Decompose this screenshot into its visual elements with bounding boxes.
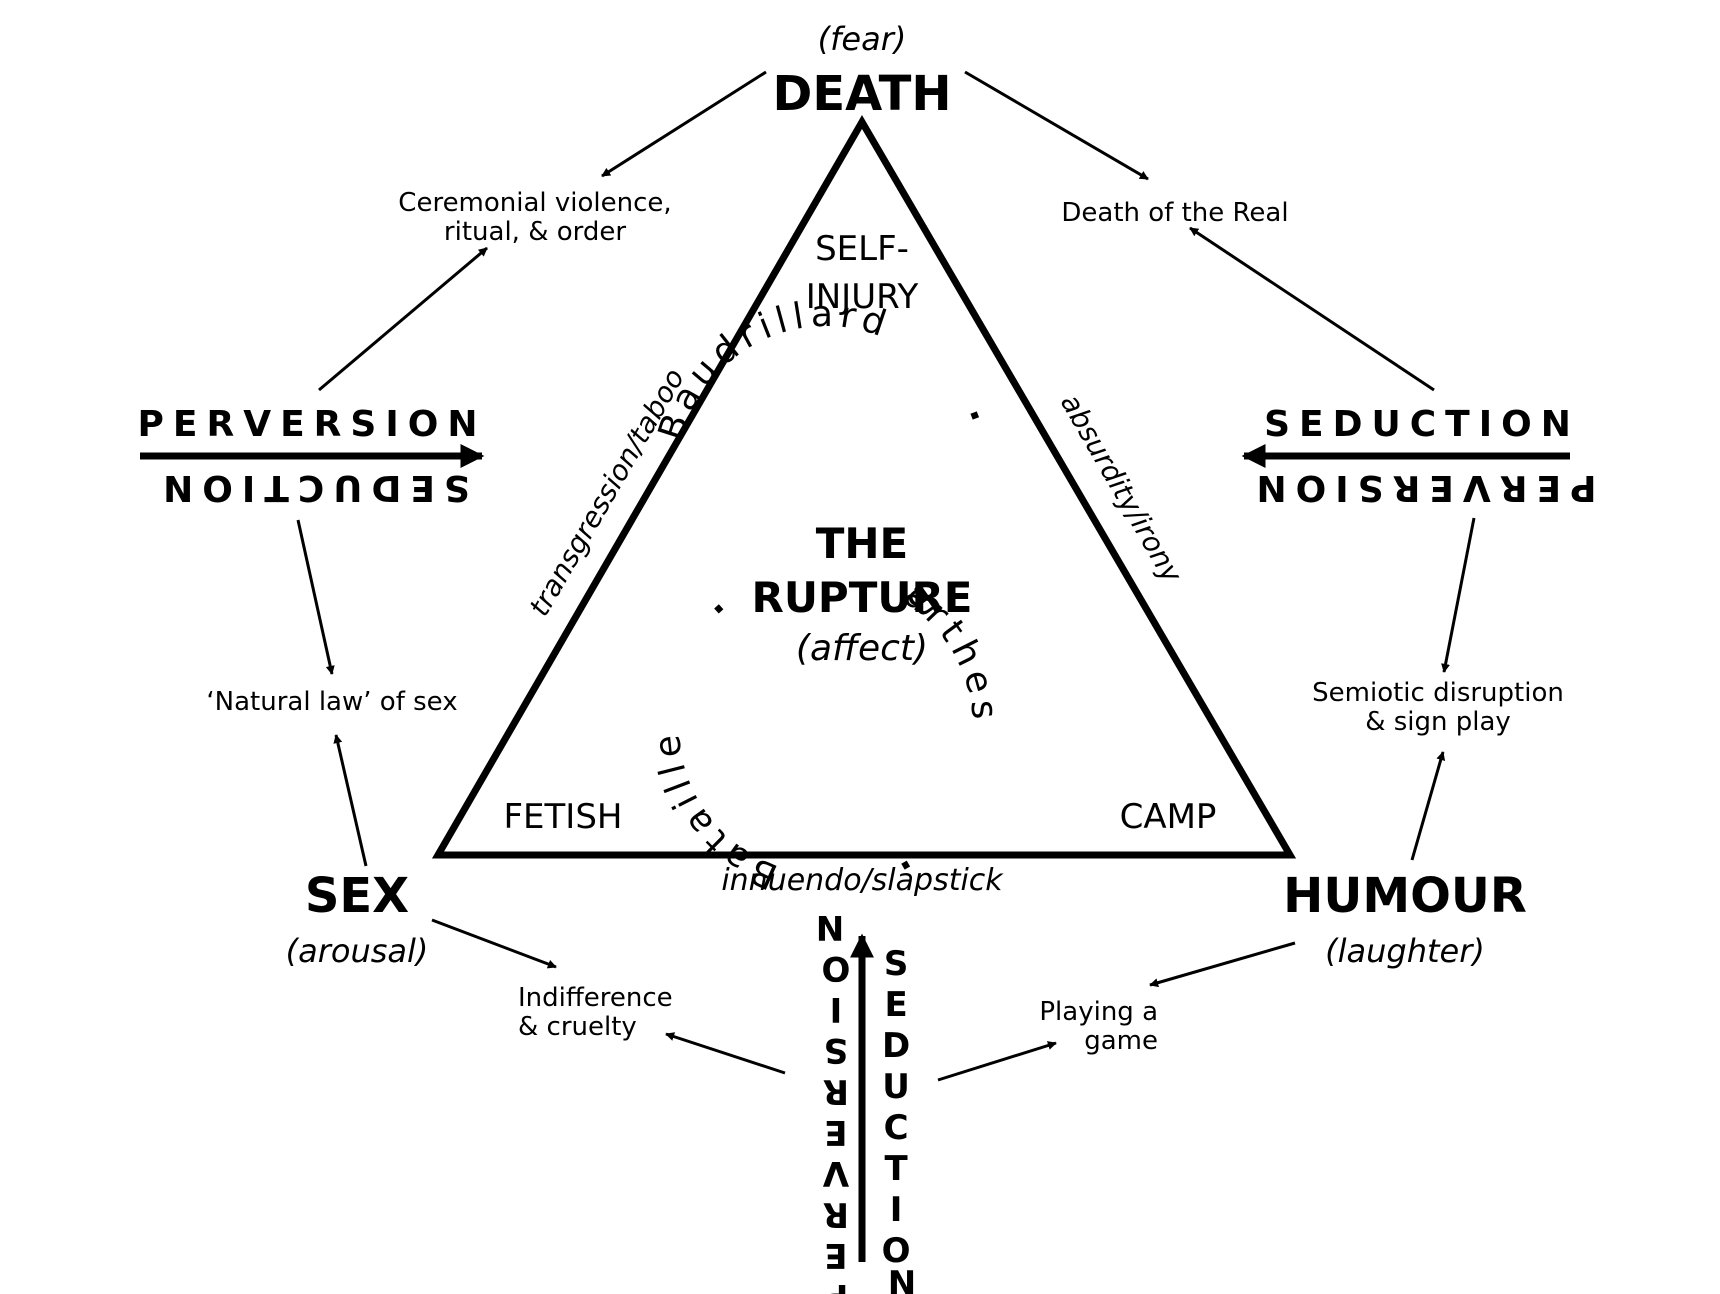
arrow-perversion-to-indifference [665,1032,786,1075]
humour-node: HUMOUR [1283,868,1527,924]
central-triangle [431,115,1297,859]
center-affect: (affect) [796,628,928,669]
arrow-humour-to-game [1149,941,1296,988]
outcome-ceremonial-line1: Ceremonial violence, [398,188,671,218]
death-affect: (fear) [818,20,907,58]
outcome-semiotic-line2: & sign play [1365,707,1511,737]
arrow-sex-to-indifference [431,918,557,969]
sex-affect: (arousal) [286,932,429,970]
left-mechanism-forward: PERVERSION [138,404,487,445]
edge-left-label: transgression/taboo [522,363,691,622]
sex-node: SEX [305,868,409,924]
corner-left-label: FETISH [504,797,623,837]
center-title-line1: THE [816,519,909,568]
arrow-humour-to-semiotic [1410,751,1446,861]
arrow-death-to-real [964,70,1149,181]
edge-bottom-label: innuendo/slapstick [721,863,1004,898]
right-mechanism-reverse: PERVERSION [1248,467,1597,508]
arrow-seduction-to-game [937,1041,1057,1082]
theorist-ring-baudrillard: Baudrillard [651,294,897,445]
outcome-game-line2: game [1084,1026,1158,1056]
arrow-sex-to-natural-law [333,734,368,867]
left-mechanism-reverse: SEDUCTION [154,467,470,508]
corner-right-label: CAMP [1120,797,1217,837]
arrow-seduction-to-natural-law [296,519,335,675]
outcome-death-real: Death of the Real [1061,198,1288,228]
outcome-indifference-line2: & cruelty [518,1012,637,1042]
humour-affect: (laughter) [1325,932,1485,970]
right-mechanism-forward: SEDUCTION [1264,404,1580,445]
ring-separator-3: · [701,590,739,630]
svg-text:P E R V: P E R V E R S I O N [810,907,851,1294]
arrow-seduction-to-real [1189,226,1435,392]
outcome-semiotic-line1: Semiotic disruption [1312,678,1564,708]
outcome-natural-law: ‘Natural law’ of sex [206,687,457,717]
outcome-game-line1: Playing a [1039,997,1158,1027]
corner-top-line1: SELF- [815,229,909,269]
bottom-mechanism-forward: S E D U C T I O N [882,944,923,1294]
corner-top-line2: INJURY [806,277,919,317]
center-title-line2: RUPTURE [751,573,972,622]
arrow-perversion-to-semiotic [1441,517,1476,673]
death-node: DEATH [773,66,952,122]
theorist-ring-bataille: Bataille [646,727,783,896]
arrow-perversion-to-ceremonial [318,246,488,392]
outcome-indifference-line1: Indifference [518,983,673,1013]
outcome-ceremonial-line2: ritual, & order [444,217,626,247]
ring-separator-1: · [952,402,995,430]
arrow-death-to-ceremonial [601,70,767,178]
bottom-mechanism-reverse: P E R V E R S I O N [810,907,851,1294]
